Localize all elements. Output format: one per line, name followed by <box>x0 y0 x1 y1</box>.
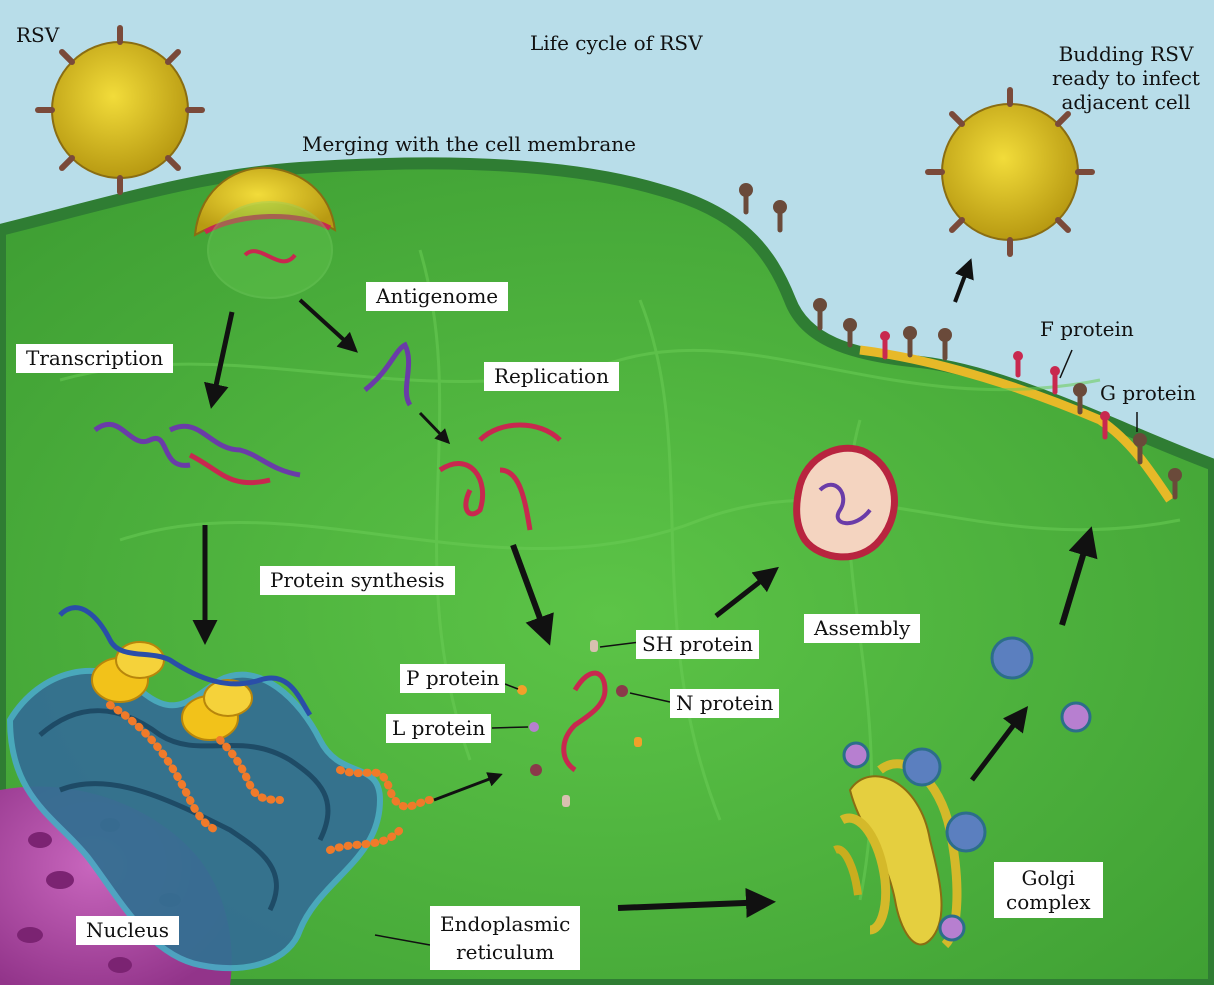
diagram-title: Life cycle of RSV <box>530 32 703 55</box>
budding-rsv-label-line3: adjacent cell <box>1052 90 1200 114</box>
p-protein-label: P protein <box>400 664 505 693</box>
assembly-particle <box>797 448 895 557</box>
budding-rsv-label-line2: ready to infect <box>1052 66 1200 90</box>
transcription-label: Transcription <box>16 344 173 373</box>
golgi-complex-label: Golgi complex <box>994 862 1103 918</box>
golgi-label-line2: complex <box>1006 890 1091 914</box>
n-protein-label: N protein <box>670 689 779 718</box>
f-protein-label: F protein <box>1040 318 1134 341</box>
budding-rsv-virion <box>928 90 1092 254</box>
merging-label: Merging with the cell membrane <box>302 133 636 156</box>
golgi-label-line1: Golgi <box>1006 866 1091 890</box>
l-protein-label: L protein <box>386 714 491 743</box>
replication-label: Replication <box>484 362 619 391</box>
budding-rsv-label-line1: Budding RSV <box>1052 42 1200 66</box>
nucleus-label: Nucleus <box>76 916 179 945</box>
assembly-label: Assembly <box>804 614 920 643</box>
sh-protein-label: SH protein <box>636 630 759 659</box>
g-protein-label: G protein <box>1100 382 1196 405</box>
er-label-line2: reticulum <box>440 938 570 966</box>
antigenome-label: Antigenome <box>366 282 508 311</box>
protein-synthesis-label: Protein synthesis <box>260 566 455 595</box>
endoplasmic-reticulum-label: Endoplasmic reticulum <box>430 906 580 970</box>
budding-rsv-label: Budding RSV ready to infect adjacent cel… <box>1052 42 1200 114</box>
rsv-virion <box>38 28 202 192</box>
rsv-label: RSV <box>16 24 59 47</box>
er-label-line1: Endoplasmic <box>440 910 570 938</box>
